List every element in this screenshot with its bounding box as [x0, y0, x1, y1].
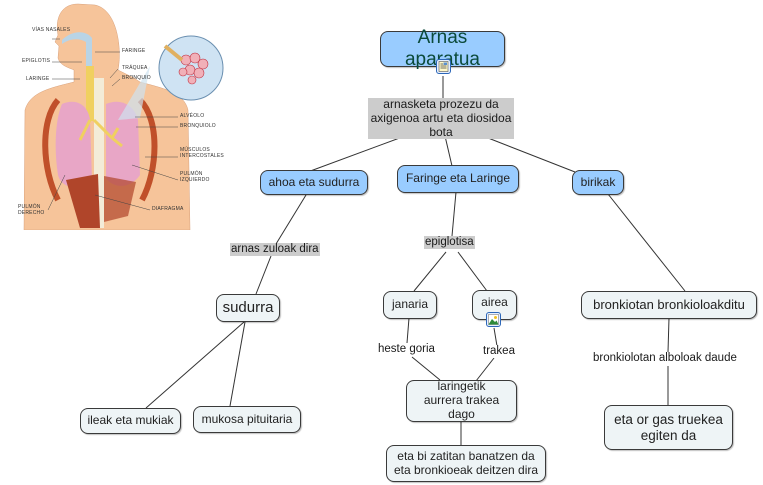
- concept-faringe-eta-laringe[interactable]: Faringe eta Laringe: [397, 165, 519, 193]
- concept-label: laringetik aurrera trakea dago: [423, 379, 500, 421]
- concept-mukosa-pituitaria[interactable]: mukosa pituitaria: [193, 406, 301, 433]
- link-birikak-bronkiotan: [607, 193, 686, 292]
- label-pulmon-izquierdo: PULMÓN IZQUIERDO: [180, 171, 210, 183]
- concept-ahoa-eta-sudurra[interactable]: ahoa eta sudurra: [260, 170, 368, 195]
- label-musculos: MÚSCULOS INTERCOSTALES: [180, 147, 224, 159]
- concept-label: ahoa eta sudurra: [268, 174, 360, 189]
- link-trakea-laringetik: [475, 357, 495, 382]
- label-diafragma: DIAFRAGMA: [152, 206, 184, 212]
- concept-janaria[interactable]: janaria: [383, 291, 437, 319]
- link-airea-trakea: [493, 327, 498, 347]
- concept-bronkiotan[interactable]: bronkiotan bronkioloakditu: [581, 291, 757, 319]
- link-janaria-heste: [406, 317, 410, 344]
- concept-label: sudurra: [222, 299, 274, 317]
- image-resource-icon[interactable]: [486, 312, 501, 327]
- concept-ileak-eta-mukiak[interactable]: ileak eta mukiak: [80, 408, 181, 434]
- concept-label: bronkiotan bronkioloakditu: [593, 296, 745, 312]
- link-ahoa-arnas: [275, 194, 307, 245]
- linking-phrase-bronkiolotan: bronkiolotan alboloak daude: [593, 352, 737, 366]
- linking-phrase-trakea: trakea: [483, 345, 515, 359]
- link-definition-ahoa: [304, 135, 406, 174]
- concept-sudurra[interactable]: sudurra: [216, 294, 280, 322]
- link-sudurra-mukosa: [229, 321, 246, 407]
- concept-label: ileak eta mukiak: [87, 413, 174, 428]
- link-epiglotisa-airea: [457, 251, 488, 292]
- linking-phrase-arnas-zuloak: arnas zuloak dira: [230, 243, 320, 257]
- link-definition-birikak: [482, 135, 576, 173]
- concept-label: eta or gas truekea egiten da: [614, 411, 723, 443]
- concept-label: mukosa pituitaria: [201, 411, 293, 426]
- link-epiglotisa-janaria: [413, 251, 447, 292]
- link-arnas-sudurra: [255, 255, 272, 295]
- concept-label: Faringe eta Laringe: [405, 171, 511, 186]
- label-alveolo: ALVÉOLO: [180, 113, 205, 119]
- concept-label: janaria: [391, 297, 429, 312]
- label-pulmon-derecho: PULMÓN DERECHO: [18, 204, 45, 216]
- linking-phrase-definition: arnasketa prozezu da axigenoa artu eta d…: [368, 97, 514, 140]
- link-bronkiotan-bronkiolotan: [667, 317, 670, 353]
- concept-bi-zatitan[interactable]: eta bi zatitan banatzen da eta bronkioea…: [386, 445, 546, 482]
- link-heste-laringetik: [411, 356, 441, 381]
- label-laringe: LARINGE: [26, 76, 50, 82]
- concept-label: eta bi zatitan banatzen da eta bronkioea…: [393, 448, 539, 477]
- concept-birikak[interactable]: birikak: [572, 170, 624, 195]
- concept-label: birikak: [580, 174, 616, 189]
- linking-phrase-epiglotisa: epiglotisa: [424, 236, 475, 250]
- label-bronquio: BRONQUIO: [122, 75, 151, 81]
- link-definition-faringe: [444, 135, 453, 167]
- concept-label: airea: [481, 295, 508, 309]
- label-faringe: FARINGE: [122, 48, 146, 54]
- label-bronquiolo: BRONQUIOLO: [180, 123, 216, 129]
- document-image-resource-icon[interactable]: [436, 59, 451, 74]
- concept-laringetik-aurrera[interactable]: laringetik aurrera trakea dago: [406, 379, 517, 422]
- label-vias-nasales: VÍAS NASALES: [32, 27, 71, 33]
- label-traquea: TRÁQUEA: [122, 65, 148, 71]
- link-faringe-epiglotisa: [451, 191, 457, 237]
- link-sudurra-ileak: [145, 321, 245, 409]
- linking-phrase-heste-goria: heste goria: [378, 343, 435, 357]
- respiratory-system-illustration: VÍAS NASALES FARINGE EPIGLOTIS TRÁQUEA L…: [0, 0, 260, 231]
- concept-gas-truekea[interactable]: eta or gas truekea egiten da: [604, 405, 733, 450]
- anatomy-drawing: [23, 3, 224, 231]
- label-epiglotis: EPIGLOTIS: [22, 58, 51, 64]
